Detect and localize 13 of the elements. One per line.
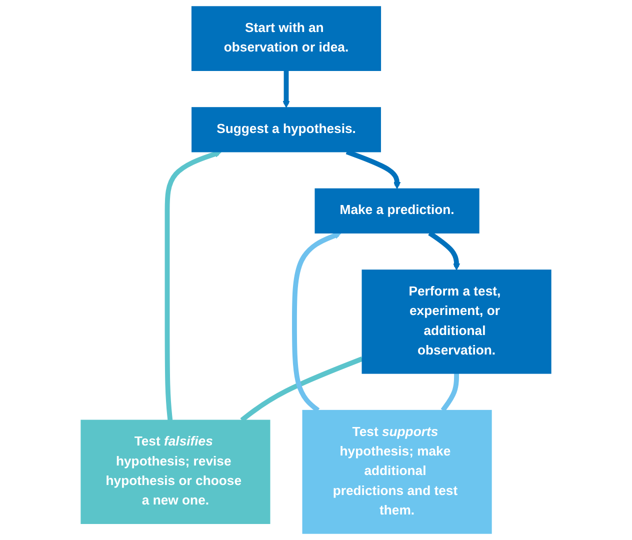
node-box: Perform a test, experiment, or additional observation. xyxy=(362,270,552,374)
connector xyxy=(440,373,459,412)
arrow xyxy=(164,150,222,420)
node-box: Test falsifies hypothesis; revise hypothesis or choose a new one. xyxy=(80,420,270,524)
arrow xyxy=(346,150,401,190)
arrow xyxy=(428,231,460,270)
node-box: Make a prediction. xyxy=(314,188,480,234)
node-box: Test supports hypothesis; make additional predictions and test them. xyxy=(302,410,492,534)
arrow xyxy=(292,232,342,412)
node-box: Suggest a hypothesis. xyxy=(192,107,381,152)
arrow xyxy=(282,70,290,108)
connector xyxy=(240,356,364,422)
node-box: Start with an observation or idea. xyxy=(191,6,382,71)
